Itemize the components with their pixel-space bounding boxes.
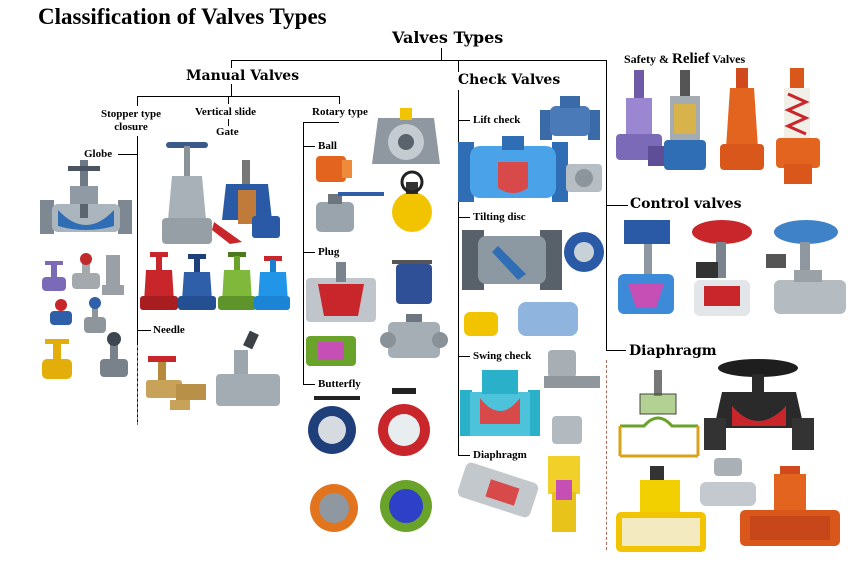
globe-label: Globe <box>84 148 113 160</box>
stopper-line2: closure <box>114 121 148 133</box>
diaphragm-check-label: Diaphragm <box>473 449 527 461</box>
needle-tick <box>137 330 151 331</box>
safety-prefix: Safety & <box>624 52 672 66</box>
branch-check <box>458 60 459 72</box>
plug-tick <box>303 252 315 253</box>
branch-control <box>606 205 628 206</box>
stopper-label: Stopper type closure <box>101 108 161 134</box>
needle-valves-icon <box>146 330 280 410</box>
swing-tick <box>458 356 470 357</box>
rotary-label: Rotary type <box>312 106 368 118</box>
swing-check-steel-icon <box>544 350 600 444</box>
globe-tick <box>118 154 138 155</box>
manual-stopper-stem <box>137 96 138 106</box>
gate-valves-row-icon <box>140 252 290 310</box>
lift-check-cutaway-icon <box>458 136 568 202</box>
root-stem <box>441 48 442 60</box>
butterfly-label: Butterfly <box>318 378 361 390</box>
rotary-top <box>303 122 339 123</box>
diaphragm-check-tick <box>458 455 470 456</box>
safety-suffix: Valves <box>709 52 746 66</box>
ball-label: Ball <box>318 140 337 152</box>
ball-valve-cutaway-icon <box>372 108 440 164</box>
branch-diaphragm <box>606 350 626 351</box>
manual-branch <box>137 96 339 97</box>
tilting-disc-icon <box>462 230 604 336</box>
rotary-down <box>303 122 304 384</box>
control-valves-icon <box>618 220 846 316</box>
diaphragm-black-valve-icon <box>704 359 814 450</box>
check-valves-label: Check Valves <box>458 72 561 88</box>
gate-label: Gate <box>216 126 239 138</box>
root-branch <box>231 60 606 61</box>
plug-label: Plug <box>318 246 340 258</box>
tilting-tick <box>458 217 470 218</box>
swing-check-label: Swing check <box>473 350 532 362</box>
gate-stem <box>228 119 229 126</box>
safety-relief-valves-icon <box>616 68 820 184</box>
swing-check-cutaway-icon <box>460 370 540 436</box>
gate-valve-tall-icon <box>162 142 212 244</box>
root-label: Valves Types <box>392 28 504 47</box>
safety-relief-word: Relief <box>672 51 710 67</box>
manual-rotary-stem <box>339 96 340 104</box>
lift-check-small-icon <box>540 96 600 140</box>
needle-label: Needle <box>153 324 185 336</box>
plug-valves-icon <box>306 260 448 366</box>
manual-valves-label: Manual Valves <box>186 68 300 84</box>
ball-valves-icon <box>316 156 432 232</box>
gate-valve-cutaway-icon <box>212 160 280 244</box>
check-diaphragm-icon <box>457 456 580 532</box>
diaphragm-schematic-icon <box>618 370 700 458</box>
diaphragm-steel-valve-icon <box>700 458 756 506</box>
diaphragm-red-valve-icon <box>740 466 840 546</box>
lift-tick <box>458 120 470 121</box>
butterfly-tick <box>303 384 315 385</box>
stopper-line1: Stopper type <box>101 108 161 120</box>
needle-dash <box>137 345 138 425</box>
ball-tick <box>303 146 315 147</box>
page-title: Classification of Valves Types <box>38 4 327 29</box>
vertical-slide-label: Vertical slide <box>195 106 256 118</box>
butterfly-valves-icon <box>308 388 432 532</box>
diaphragm-label: Diaphragm <box>629 343 717 359</box>
globe-small-valves-icon <box>42 253 128 379</box>
manual-vertical-stem <box>228 96 229 104</box>
control-valves-label: Control valves <box>630 196 742 212</box>
branch-manual <box>231 60 232 68</box>
diaphragm-yellow-valve-icon <box>616 466 706 552</box>
tilting-disc-label: Tilting disc <box>473 211 526 223</box>
lift-check-label: Lift check <box>473 114 521 126</box>
check-down <box>458 90 459 456</box>
stopper-down <box>137 136 138 422</box>
globe-cutaway-icon <box>40 160 132 234</box>
manual-stem <box>231 84 232 96</box>
lift-check-steel-icon <box>566 164 602 192</box>
diaphragm-dash <box>606 360 607 550</box>
safety-relief-label: Safety & Relief Valves <box>624 51 745 68</box>
